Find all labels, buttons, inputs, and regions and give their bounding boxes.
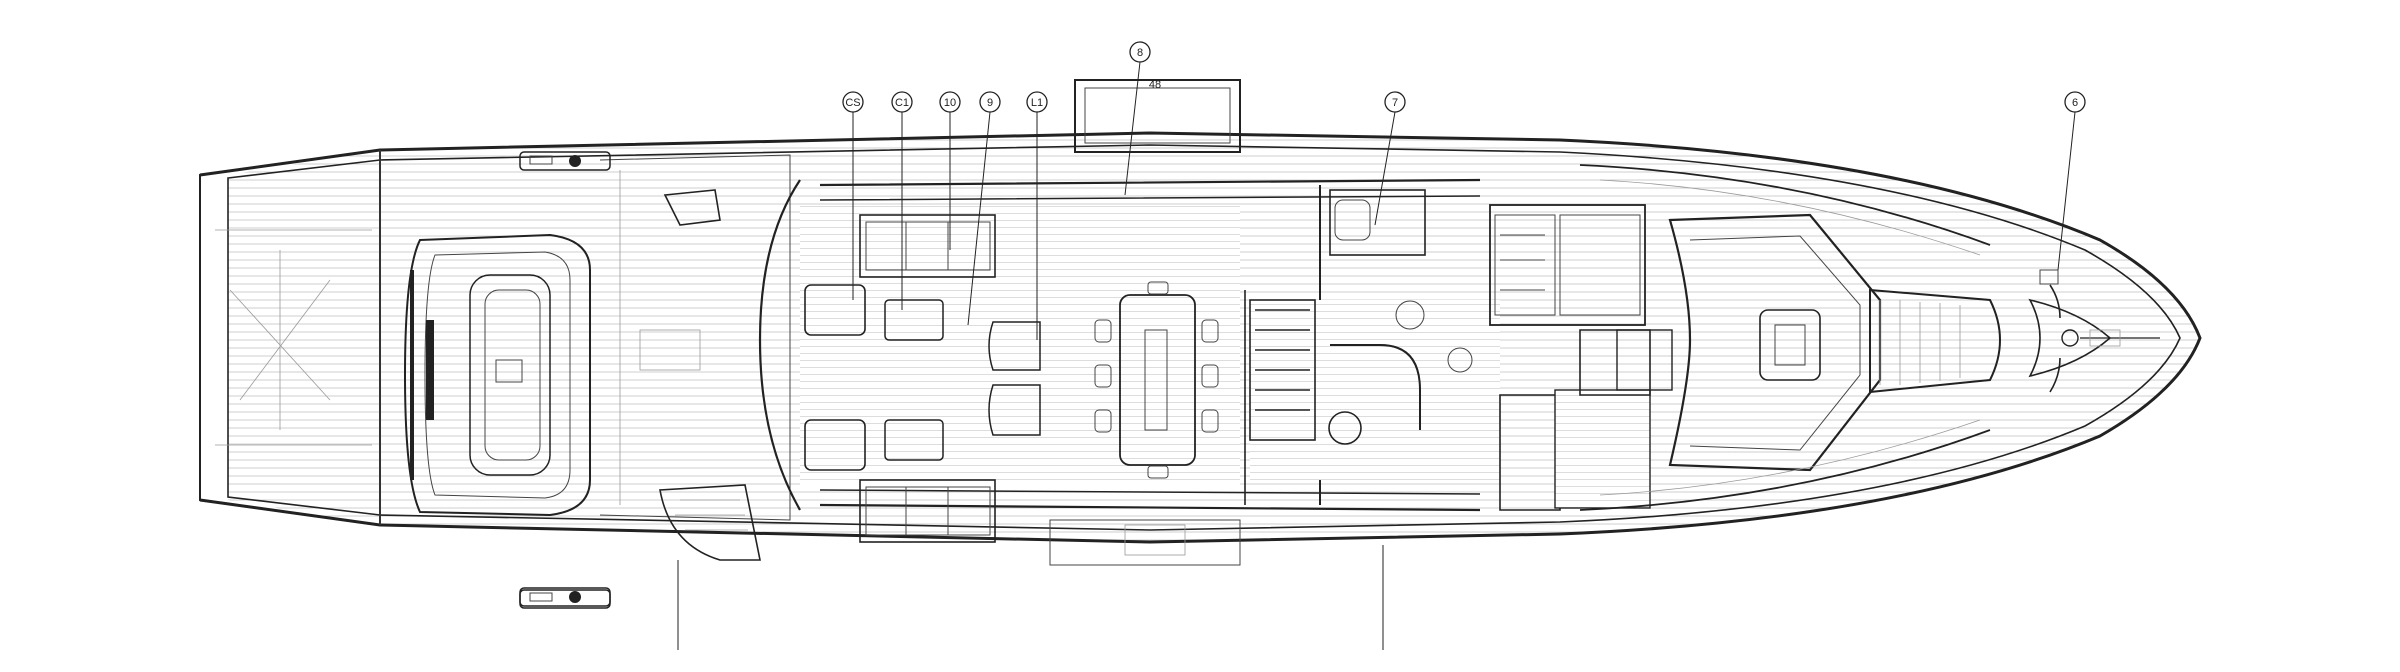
saloon-walls [758, 178, 1481, 512]
callouts: CS C1 10 9 L1 8 7 [677, 41, 2086, 650]
stairs-helm [1249, 299, 1473, 445]
callout-10: 10 [939, 91, 961, 250]
forward-cabin [1329, 189, 1673, 511]
callout-l1: L1 [1026, 91, 1048, 340]
side-deck-hardware-port [519, 587, 611, 607]
hatch-label: 48 [1149, 79, 1161, 91]
callout-8: 8 [1124, 41, 1151, 196]
callout-9-label: 9 [987, 97, 993, 109]
callout-10-label: 10 [944, 97, 956, 109]
callout-9: 9 [967, 91, 1001, 326]
cockpit-corner-seats [659, 189, 761, 561]
top-hatch: 48 [1074, 79, 1241, 153]
foredeck [1668, 213, 2160, 472]
callout-7: 7 [1374, 91, 1406, 226]
callout-8-label: 8 [1137, 47, 1143, 59]
callout-6-label: 6 [2072, 97, 2078, 109]
callout-7-label: 7 [1392, 97, 1398, 109]
bow-bulwark [1579, 164, 1991, 511]
callout-c1: C1 [891, 91, 913, 310]
callout-cs-label: CS [845, 97, 860, 109]
callout-c1-label: C1 [895, 97, 909, 109]
callout-6: 6 [2057, 91, 2086, 271]
callout-cs: CS [842, 91, 864, 300]
saloon-furniture [804, 214, 1241, 566]
aft-sunpad [403, 233, 591, 517]
cockpit-deck [599, 154, 791, 521]
callout-l1-label: L1 [1031, 97, 1043, 109]
